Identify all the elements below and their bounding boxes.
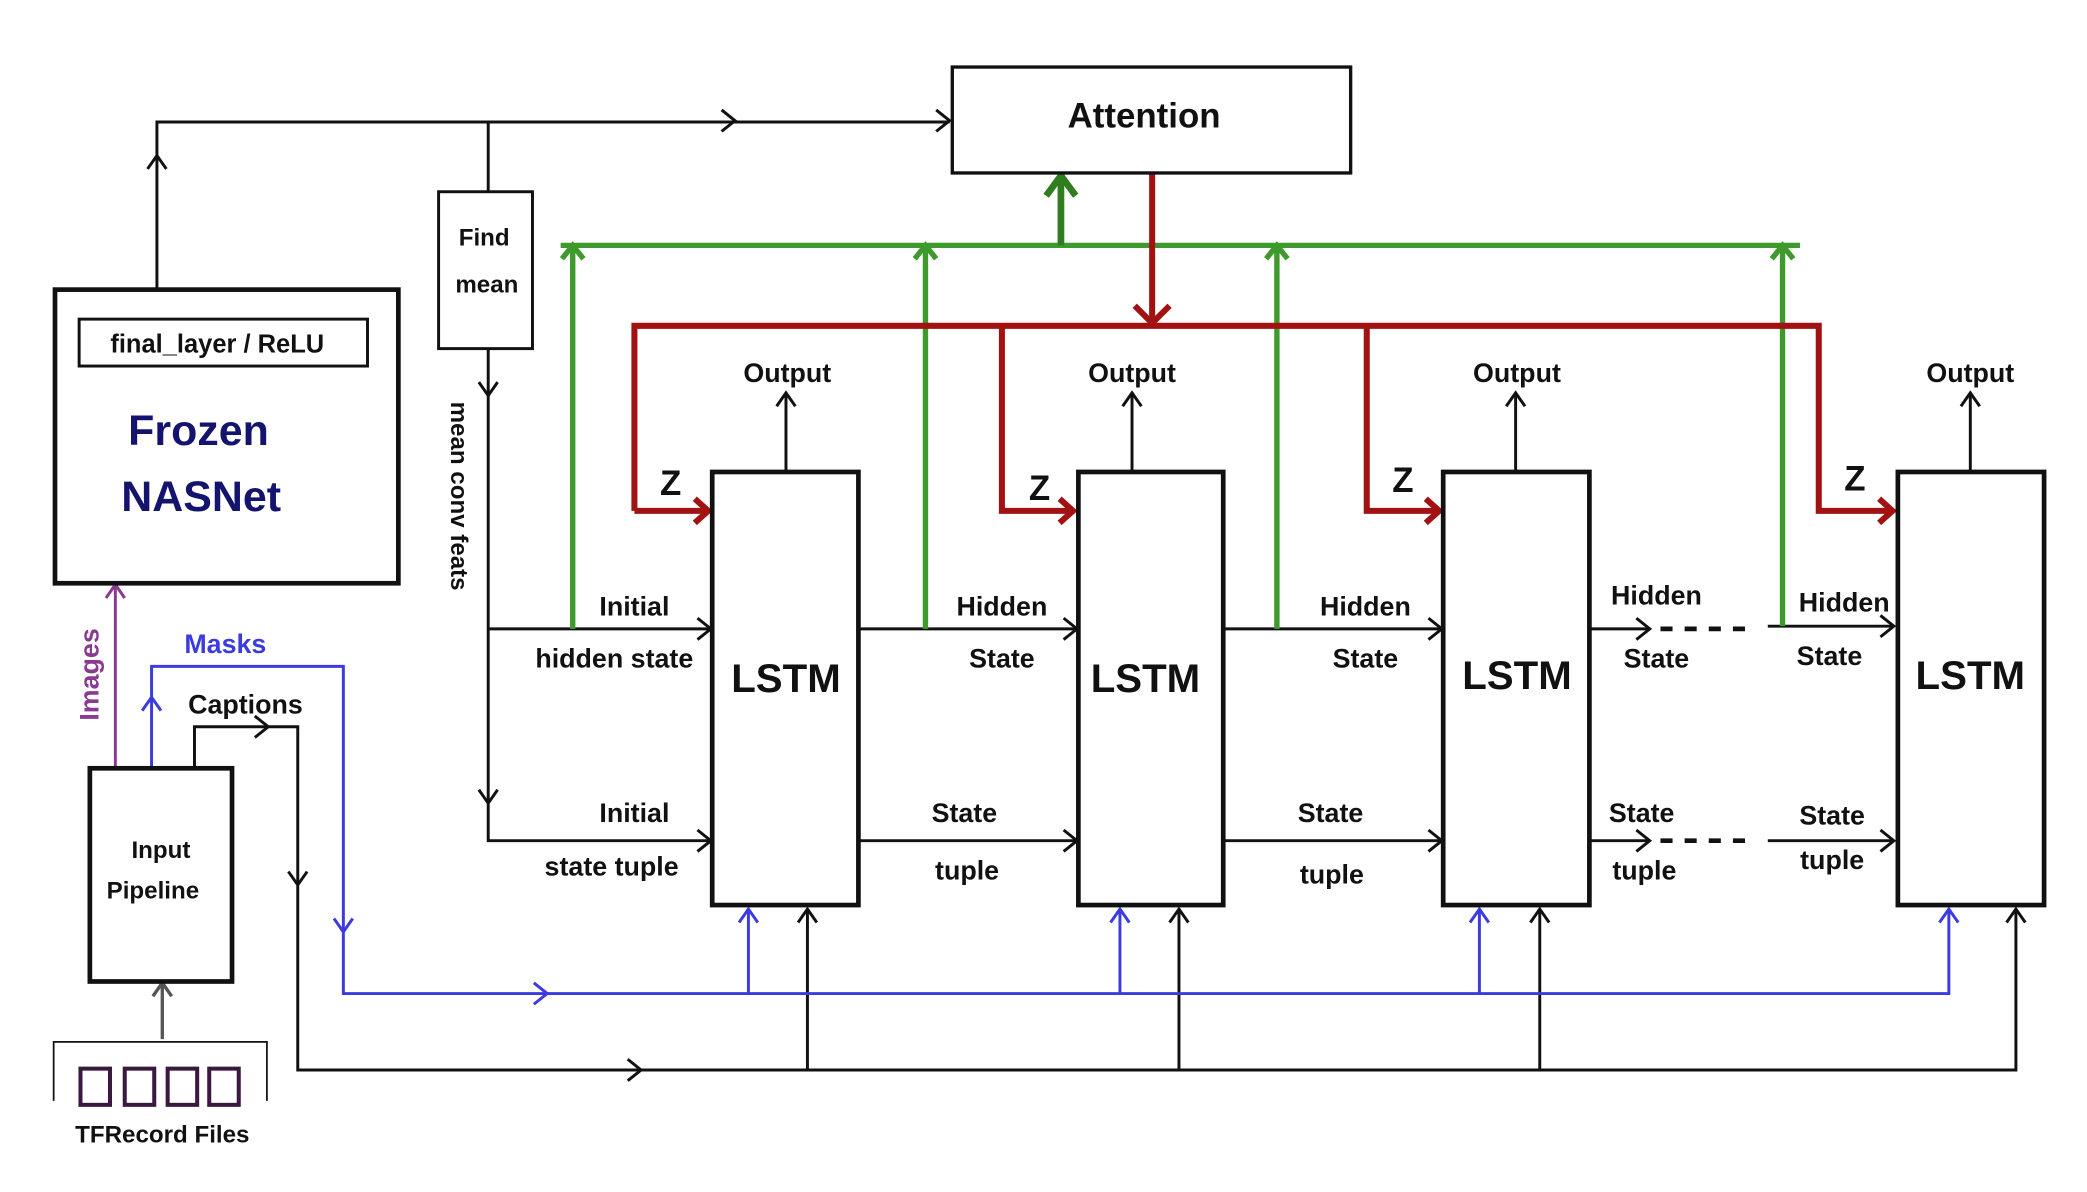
z-label-2: Z — [1029, 469, 1050, 508]
frozen-label: Frozen — [128, 407, 269, 455]
masks-label: Masks — [184, 629, 266, 659]
hidden-label-4: Hidden — [1799, 587, 1890, 617]
images-label: Images — [74, 628, 104, 720]
attention-label: Attention — [1068, 96, 1221, 135]
input-pipeline-label-1: Input — [131, 837, 190, 864]
arrowhead-top-mid — [720, 108, 738, 133]
nasnet-label: NASNet — [121, 473, 281, 521]
lstm-label-4: LSTM — [1916, 653, 2025, 698]
hidden-label-2: Hidden — [1320, 591, 1411, 621]
images-connector — [104, 582, 126, 767]
hidden-state-label-4: State — [1797, 641, 1863, 671]
mean-conv-feats-label: mean conv feats — [445, 402, 472, 591]
find-mean-label-2: mean — [455, 271, 518, 298]
tfrecord-connector — [151, 979, 174, 1040]
initial-hidden-label-1: Initial — [599, 591, 669, 621]
hidden-state-label-3: State — [1624, 644, 1690, 674]
lstm-label-3: LSTM — [1462, 653, 1571, 698]
hidden-state-label-1: State — [969, 644, 1035, 674]
tuple-label-3: tuple — [1612, 856, 1676, 886]
find-mean-box — [437, 190, 534, 351]
arrowhead-nasnet-up — [146, 152, 168, 170]
arrowhead-mean-down-2 — [477, 788, 499, 806]
arrowhead-into-attention — [935, 108, 952, 133]
captions-line — [193, 725, 300, 885]
output-label-2: Output — [1088, 358, 1176, 388]
tuple-label-2: tuple — [1300, 860, 1364, 890]
tuple-label-1: tuple — [935, 856, 999, 886]
state-label-2: State — [1298, 798, 1364, 828]
tfrecord-file-icon — [207, 1066, 241, 1107]
mean-conv-feats-line — [486, 349, 711, 843]
input-pipeline-label-2: Pipeline — [107, 877, 200, 904]
initial-state-label-2: state tuple — [545, 852, 679, 882]
context-z-connectors — [631, 172, 1898, 526]
z-label-4: Z — [1844, 460, 1865, 499]
tfrecord-file-icon — [122, 1066, 157, 1107]
tfrecord-label: TFRecord Files — [75, 1121, 249, 1148]
captions-bottom-line — [296, 884, 2018, 1072]
hidden-label-3: Hidden — [1611, 581, 1702, 611]
output-label-4: Output — [1926, 358, 2014, 388]
z-label-1: Z — [660, 464, 681, 503]
output-label-3: Output — [1473, 358, 1561, 388]
hidden-to-attention-connectors — [559, 169, 1800, 629]
initial-state-label-1: Initial — [599, 798, 669, 828]
tfrecord-file-icon — [165, 1066, 200, 1107]
hidden-label-1: Hidden — [956, 591, 1047, 621]
arrowhead-mean-down-1 — [477, 381, 499, 399]
masks-connector — [140, 664, 1960, 1006]
lstm-box-1 — [709, 469, 861, 908]
attention-box — [950, 65, 1353, 175]
final-layer-box — [77, 317, 369, 368]
lstm-label-2: LSTM — [1091, 656, 1200, 701]
output-label-1: Output — [743, 358, 831, 388]
state-label-4: State — [1799, 801, 1865, 831]
lstm-box-2 — [1076, 469, 1226, 908]
tfrecord-group — [52, 1040, 268, 1107]
input-pipeline-box — [87, 765, 235, 984]
tuple-label-4: tuple — [1800, 845, 1864, 875]
nasnet-to-attention-line — [155, 120, 950, 290]
hidden-state-label-2: State — [1333, 644, 1399, 674]
lstm-box-4 — [1895, 469, 2047, 908]
find-mean-label-1: Find — [459, 224, 510, 251]
lstm-label-1: LSTM — [731, 656, 840, 701]
initial-hidden-label-2: hidden state — [535, 644, 693, 674]
state-label-1: State — [932, 798, 998, 828]
tfrecord-file-icon — [78, 1066, 112, 1107]
state-label-3: State — [1609, 798, 1675, 828]
final-layer-label: final_layer / ReLU — [110, 331, 324, 359]
captions-label: Captions — [188, 689, 303, 719]
lstm-box-3 — [1440, 469, 1592, 908]
z-label-3: Z — [1392, 461, 1413, 500]
